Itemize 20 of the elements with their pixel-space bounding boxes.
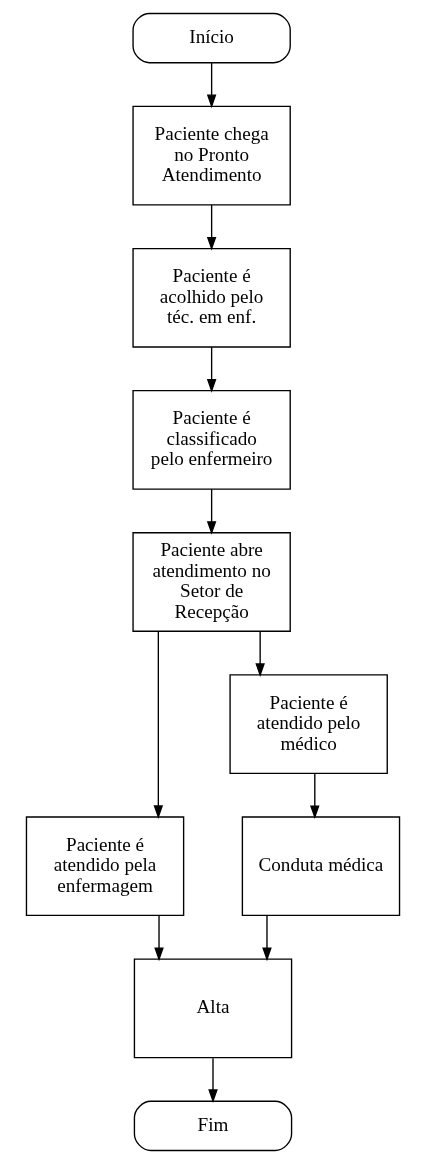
node-box: Conduta médica xyxy=(241,816,400,917)
arrow xyxy=(261,914,272,962)
arrow xyxy=(254,630,265,677)
arrow xyxy=(206,62,216,109)
node-box: Fim xyxy=(133,1100,292,1152)
arrow xyxy=(206,204,216,251)
node-box: Paciente é atendido pelo médico xyxy=(228,674,388,774)
node-box: Paciente é atendido pela enfermagem xyxy=(25,816,184,917)
node-box: Paciente chega no Pronto Atendimento xyxy=(131,105,291,206)
node-box: Paciente é acolhido pelo téc. em enf. xyxy=(131,247,291,348)
arrow xyxy=(206,346,216,393)
node-box: Alta xyxy=(133,958,292,1059)
arrow xyxy=(207,1057,218,1104)
arrow xyxy=(153,630,163,819)
arrow xyxy=(206,488,216,535)
arrow xyxy=(153,914,164,962)
arrow xyxy=(309,772,320,820)
node-box: Início xyxy=(131,12,291,64)
node-box: Paciente é classificado pelo enfermeiro xyxy=(131,390,291,490)
node-box: Paciente abre atendimento no Setor de Recepção xyxy=(131,532,291,632)
